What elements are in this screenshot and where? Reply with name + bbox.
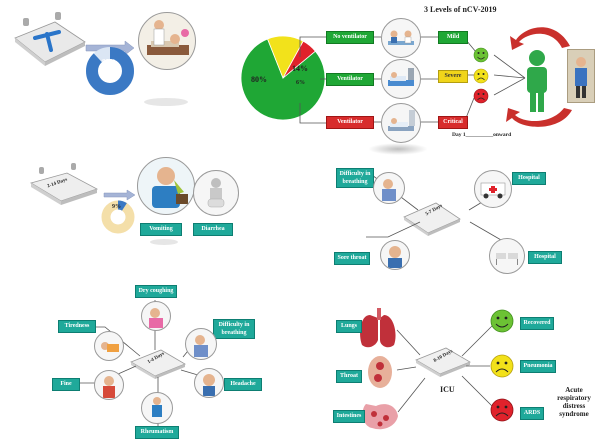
- toilet-person-icon: [207, 178, 225, 208]
- label-critical: Critical: [438, 116, 468, 129]
- person-icon: [527, 50, 547, 112]
- smiley-happy-icon: [473, 47, 489, 63]
- day-onward-text: Day 1__________onward: [452, 132, 512, 138]
- donut-88-chart: [86, 47, 134, 95]
- panel2-smileys: [473, 47, 489, 104]
- doctor-desk-icon: [388, 30, 414, 45]
- label-throat: Throat: [336, 370, 362, 383]
- sleeping-icon: [101, 342, 119, 352]
- label-dry-coughing: Dry coughing: [135, 285, 177, 298]
- coughing-illustration: [141, 301, 171, 331]
- pie-slice-80: [240, 38, 326, 121]
- label-mild: Mild: [438, 31, 468, 44]
- donut-9-chart: [101, 200, 135, 234]
- pie-label-80: 80%: [251, 75, 267, 84]
- arrow-icon: [103, 189, 136, 201]
- panel1-graphics: [14, 12, 188, 106]
- panel3-graphics: [29, 163, 178, 245]
- breathing-illustration: [373, 172, 405, 204]
- rheumatism-illustration: [141, 392, 173, 424]
- label-headache: Headache: [224, 378, 262, 391]
- calendar-icon: [415, 347, 471, 377]
- calendar-icon: [14, 12, 86, 66]
- label-diarrhea: Diarrhea: [193, 223, 233, 236]
- child-photo: [567, 49, 595, 103]
- breathing-person-icon: [194, 335, 208, 357]
- donut-88-label: 88%: [102, 58, 116, 66]
- ambulance-illustration: [474, 170, 512, 208]
- vomiting-icon: [152, 167, 188, 208]
- label-vomiting: Vomiting: [140, 223, 182, 236]
- label-lungs: Lungs: [336, 320, 362, 333]
- rheumatism-icon: [152, 397, 162, 417]
- label-intestines: Intestines: [333, 410, 365, 423]
- label-hospital-1: Hospital: [512, 172, 546, 185]
- smiley-sad-red-icon: [473, 88, 489, 104]
- label-no-ventilator: No ventilator: [326, 31, 374, 44]
- label-recovered: Recovered: [520, 317, 554, 330]
- hospital-bed-icon: [388, 68, 414, 86]
- icu-label: ICU: [440, 385, 455, 394]
- curved-arrow-bottom-icon: [506, 108, 572, 127]
- curved-arrow-top-icon: [510, 27, 570, 50]
- label-fine: Fine: [52, 378, 80, 391]
- ventilator-bed-illustration: [381, 59, 421, 99]
- label-severe: Severe: [438, 70, 468, 83]
- label-pneumonia: Pneumonia: [520, 360, 556, 373]
- smiley-sad-red-icon: [490, 398, 514, 422]
- smiley-sad-yellow-icon: [490, 354, 514, 378]
- label-difficulty-breathing: Difficulty in breathing: [213, 319, 255, 339]
- pie-label-14: 14%: [292, 64, 308, 73]
- diarrhea-illustration: [193, 170, 239, 216]
- person-fever-icon: [103, 376, 115, 398]
- hospital-beds-illustration: [489, 238, 525, 274]
- headache-illustration: [194, 368, 224, 398]
- ards-description: Acute respiratory distress syndrome: [557, 386, 591, 418]
- consultation-illustration: [381, 18, 421, 58]
- child-icon: [575, 57, 587, 98]
- label-rheumatism: Rheumatism: [135, 426, 179, 439]
- icu-illustration: [381, 103, 421, 143]
- breathing-difficulty-illustration: [185, 328, 217, 360]
- pie-chart: [240, 35, 326, 121]
- calendar-icon: [130, 349, 186, 379]
- coughing-icon: [149, 308, 163, 328]
- lungs-icon: [360, 308, 396, 348]
- donut-9-label: 9%: [112, 204, 121, 210]
- label-tiredness: Tiredness: [58, 320, 96, 333]
- pie-slice-6: [282, 40, 316, 79]
- panel2-graphics: [240, 27, 572, 127]
- label-ventilator: Ventilator: [326, 73, 374, 86]
- label-ventilator-critical: Ventilator: [326, 116, 374, 129]
- label-ards: ARDS: [520, 407, 544, 420]
- smiley-sad-yellow-icon: [473, 68, 489, 84]
- smiley-happy-icon: [490, 309, 514, 333]
- diagram-title: 3 Levels of nCV-2019: [424, 5, 497, 14]
- throat-icon: [368, 356, 392, 388]
- vomiting-illustration: [137, 157, 195, 215]
- ambulance-icon: [480, 182, 506, 199]
- calendar-icon: [403, 202, 461, 236]
- fine-illustration: [94, 370, 124, 400]
- pie-label-6: 6%: [296, 80, 305, 86]
- headache-icon: [203, 374, 215, 396]
- calendar-icon: [29, 163, 99, 205]
- sore-throat-icon: [388, 246, 402, 268]
- label-hospital-2: Hospital: [528, 251, 562, 264]
- label-difficulty-breathing: Difficulty in breathing: [336, 168, 374, 188]
- breathing-person-icon: [382, 179, 396, 201]
- tiredness-illustration: [94, 331, 124, 361]
- icu-bed-icon: [388, 110, 415, 131]
- label-sore-throat: Sore throat: [334, 252, 370, 265]
- panel6-graphics: [360, 308, 514, 430]
- sore-throat-illustration: [380, 240, 410, 270]
- intestines-icon: [362, 404, 398, 430]
- doctor-patient-icon: [147, 20, 189, 55]
- doctor-patient-illustration: [138, 12, 196, 70]
- hospital-beds-icon: [496, 253, 518, 265]
